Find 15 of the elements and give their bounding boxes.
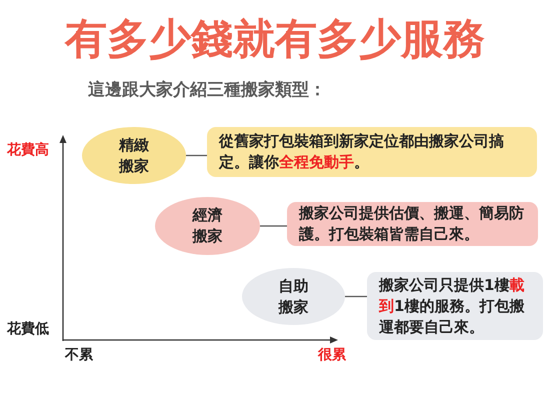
connector-line bbox=[345, 296, 367, 298]
description-box: 從舊家打包裝箱到新家定位都由搬家公司搞定。讓你全程免動手。 bbox=[207, 127, 537, 177]
ellipse-node: 經濟搬家 bbox=[155, 197, 260, 255]
description-box: 搬家公司提供估價、搬運、簡易防護。打包裝箱皆需自己來。 bbox=[287, 202, 538, 246]
ellipse-node: 自助搬家 bbox=[242, 268, 345, 325]
ellipse-node: 精緻搬家 bbox=[82, 127, 186, 184]
axis-label: 不累 bbox=[65, 346, 93, 364]
title: 有多少錢就有多少服務 bbox=[64, 16, 486, 62]
connector-line bbox=[186, 154, 207, 156]
subtitle: 這邊跟大家介紹三種搬家類型： bbox=[88, 79, 326, 101]
connector-line bbox=[260, 225, 287, 227]
description-box: 搬家公司只提供1樓載到1樓的服務。打包搬運都要自己來。 bbox=[367, 272, 543, 340]
axis-label: 花費高 bbox=[7, 141, 49, 159]
axis-label: 很累 bbox=[318, 346, 346, 364]
axis-label: 花費低 bbox=[7, 320, 49, 338]
